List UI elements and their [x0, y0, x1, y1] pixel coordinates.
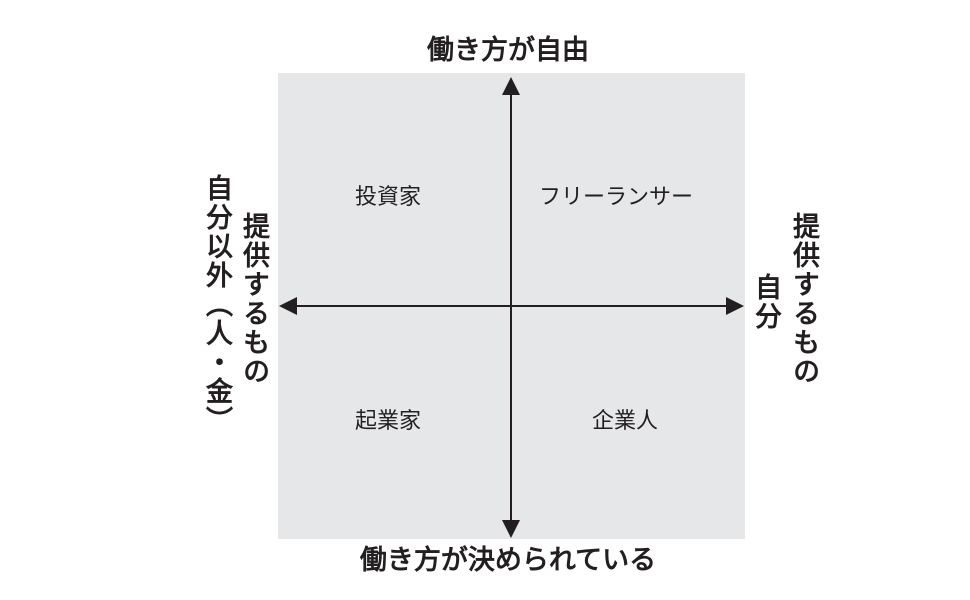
axis-label-bottom: 働き方が決められている [359, 545, 657, 576]
axis-label-left-line2: 提供するもの [238, 212, 269, 386]
quadrant-label-top-right: フリーランサー [539, 185, 694, 210]
axis-label-top: 働き方が自由 [427, 35, 589, 66]
arrow-right-icon [726, 297, 744, 315]
quadrant-label-top-left: 投資家 [355, 185, 422, 210]
arrow-down-icon [502, 520, 520, 538]
arrow-left-icon [279, 297, 297, 315]
quadrant-label-bottom-right: 企業人 [592, 409, 659, 434]
axis-label-right-line1: 自分 [750, 273, 781, 331]
axis-label-right-line2: 提供するもの [788, 212, 819, 386]
axis-label-left-line1: 自分以外（人・金） [201, 174, 232, 435]
arrow-up-icon [502, 77, 520, 95]
quadrant-label-bottom-left: 起業家 [355, 409, 422, 434]
